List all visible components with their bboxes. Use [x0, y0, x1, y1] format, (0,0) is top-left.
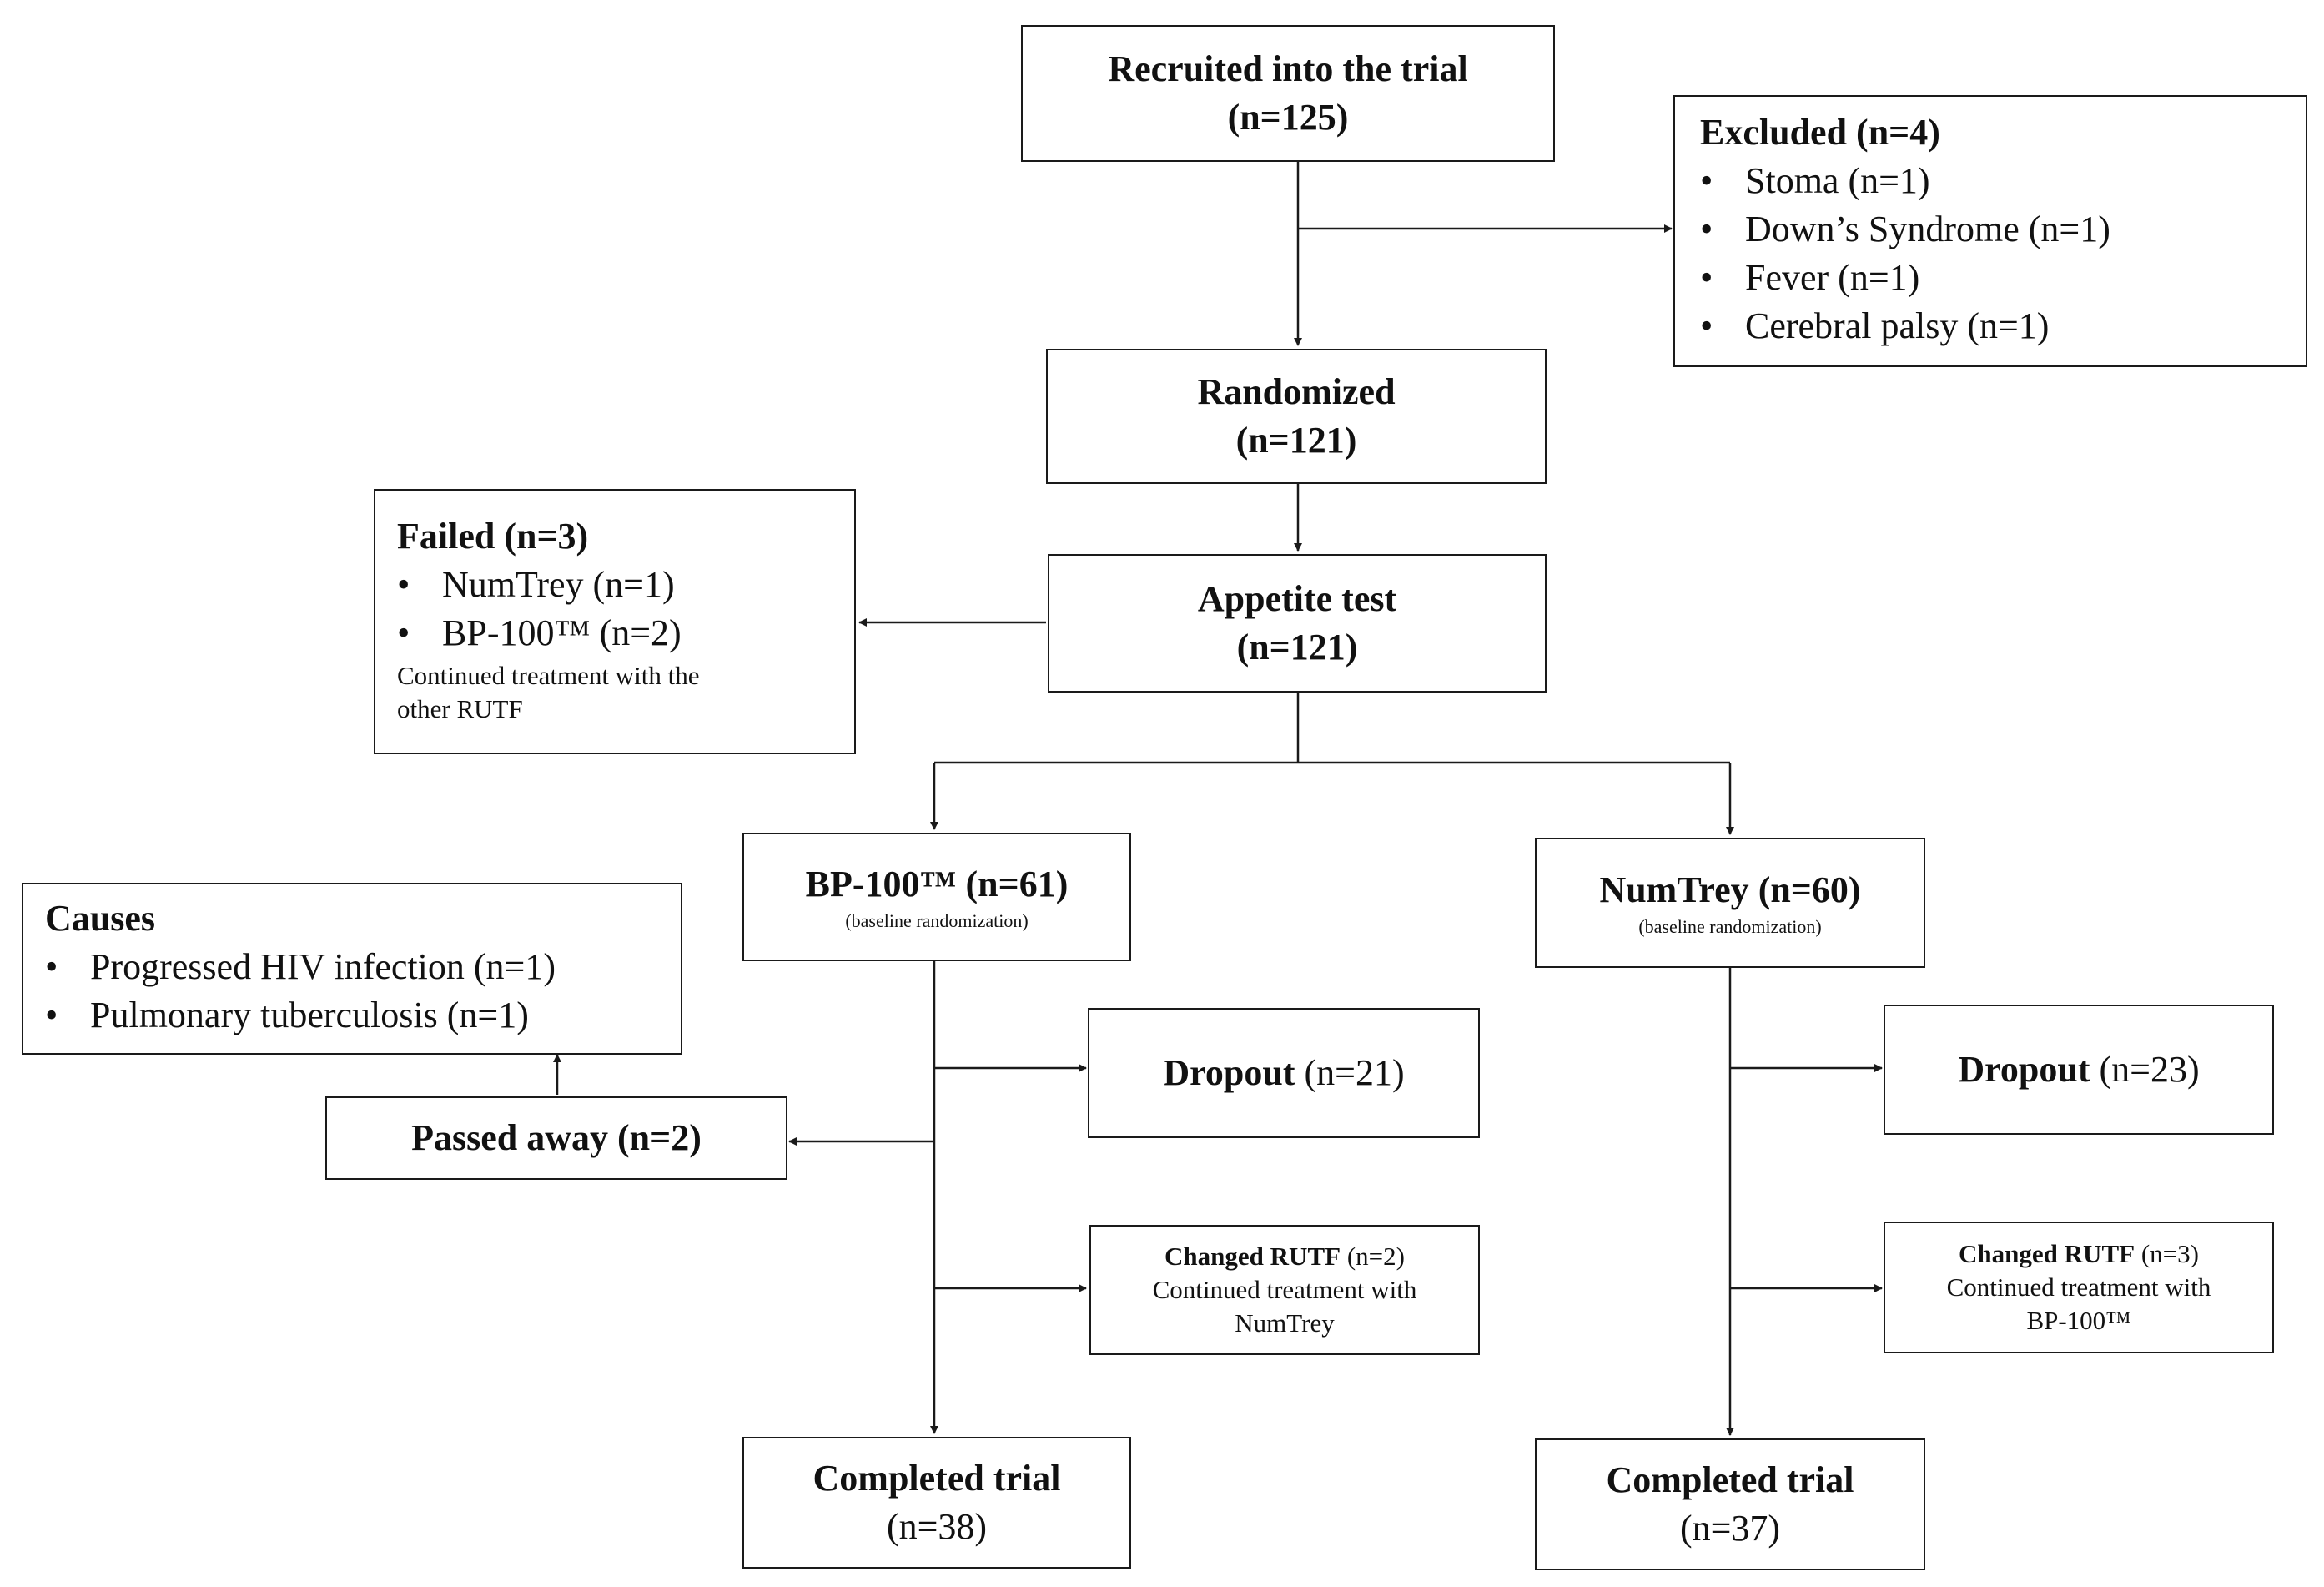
failed-note-line1: Continued treatment with the	[397, 661, 700, 690]
excluded-item: •Cerebral palsy (n=1)	[1700, 302, 2306, 350]
excluded-item-label: Stoma (n=1)	[1745, 160, 1930, 201]
completed-bp-title: Completed trial	[812, 1458, 1061, 1499]
completed-bp-count: (n=38)	[886, 1506, 988, 1547]
changed-rutf-bp-box: Changed RUTF (n=2) Continued treatment w…	[1089, 1225, 1480, 1355]
recruited-box: Recruited into the trial (n=125)	[1021, 25, 1555, 162]
dropout-nt-box: Dropout (n=23)	[1884, 1005, 2274, 1135]
passed-away-heading: Passed away (n=2)	[411, 1114, 702, 1162]
causes-item: •Progressed HIV infection (n=1)	[45, 943, 681, 991]
recruited-count: (n=125)	[1227, 97, 1349, 138]
dropout-nt-title: Dropout	[1958, 1049, 2090, 1090]
causes-title: Causes	[45, 898, 156, 939]
randomized-count: (n=121)	[1235, 420, 1357, 461]
changed-nt-line3: BP-100™	[2026, 1306, 2131, 1335]
failed-item: •NumTrey (n=1)	[397, 561, 854, 609]
bp100-title: BP-100™	[805, 864, 957, 904]
completed-bp-box: Completed trial (n=38)	[742, 1437, 1131, 1569]
excluded-title: Excluded	[1700, 112, 1848, 153]
changed-rutf-nt-box: Changed RUTF (n=3) Continued treatment w…	[1884, 1222, 2274, 1353]
excluded-count: (n=4)	[1856, 112, 1940, 153]
bp100-heading: BP-100™ (n=61)	[806, 860, 1069, 909]
dropout-nt-count: (n=23)	[2099, 1049, 2200, 1090]
randomized-title: Randomized	[1197, 371, 1396, 412]
dropout-bp-title: Dropout	[1163, 1052, 1295, 1093]
changed-bp-line3: NumTrey	[1235, 1308, 1335, 1338]
excluded-item: •Fever (n=1)	[1700, 254, 2306, 302]
excluded-item: •Down’s Syndrome (n=1)	[1700, 205, 2306, 254]
causes-item: •Pulmonary tuberculosis (n=1)	[45, 991, 681, 1040]
excluded-item: •Stoma (n=1)	[1700, 157, 2306, 205]
bp100-count: (n=61)	[965, 864, 1069, 904]
numtrey-count: (n=60)	[1758, 869, 1861, 910]
failed-box: Failed (n=3) •NumTrey (n=1) •BP-100™ (n=…	[374, 489, 856, 754]
failed-note-line2: other RUTF	[397, 694, 523, 723]
failed-list: •NumTrey (n=1) •BP-100™ (n=2)	[397, 561, 854, 657]
excluded-box: Excluded (n=4) •Stoma (n=1) •Down’s Synd…	[1673, 95, 2307, 367]
excluded-item-label: Cerebral palsy (n=1)	[1745, 305, 2050, 346]
completed-nt-count: (n=37)	[1679, 1508, 1781, 1549]
causes-list: •Progressed HIV infection (n=1) •Pulmona…	[45, 943, 681, 1040]
changed-bp-title: Changed RUTF	[1165, 1242, 1341, 1271]
failed-item: •BP-100™ (n=2)	[397, 609, 854, 657]
excluded-heading: Excluded (n=4)	[1700, 108, 2306, 157]
numtrey-heading: NumTrey (n=60)	[1599, 866, 1860, 914]
numtrey-subtitle: (baseline randomization)	[1638, 916, 1822, 937]
appetite-count: (n=121)	[1236, 627, 1358, 668]
appetite-title: Appetite test	[1197, 578, 1397, 619]
failed-item-label: BP-100™ (n=2)	[442, 612, 682, 653]
dropout-bp-box: Dropout (n=21)	[1088, 1008, 1480, 1138]
changed-nt-line2: Continued treatment with	[1946, 1272, 2211, 1302]
dropout-nt-heading: Dropout (n=23)	[1958, 1045, 2199, 1094]
numtrey-title: NumTrey	[1599, 869, 1749, 910]
excluded-list: •Stoma (n=1) •Down’s Syndrome (n=1) •Fev…	[1700, 157, 2306, 350]
failed-note: Continued treatment with the other RUTF	[397, 659, 854, 726]
changed-bp-heading: Changed RUTF (n=2)	[1165, 1240, 1405, 1273]
recruited-title: Recruited into the trial	[1108, 48, 1468, 89]
completed-nt-title: Completed trial	[1606, 1459, 1854, 1500]
excluded-item-label: Down’s Syndrome (n=1)	[1745, 209, 2110, 249]
randomized-box: Randomized (n=121)	[1046, 349, 1547, 484]
numtrey-arm-box: NumTrey (n=60) (baseline randomization)	[1535, 838, 1925, 968]
passed-away-box: Passed away (n=2)	[325, 1096, 787, 1180]
changed-nt-title: Changed RUTF	[1959, 1239, 2135, 1268]
failed-heading: Failed (n=3)	[397, 512, 854, 561]
changed-nt-heading: Changed RUTF (n=3)	[1959, 1237, 2199, 1271]
changed-nt-count: (n=3)	[2140, 1239, 2199, 1268]
failed-item-label: NumTrey (n=1)	[442, 564, 675, 605]
causes-item-label: Progressed HIV infection (n=1)	[90, 946, 556, 987]
causes-item-label: Pulmonary tuberculosis (n=1)	[90, 995, 529, 1035]
changed-bp-line2: Continued treatment with	[1152, 1275, 1417, 1304]
failed-title: Failed	[397, 516, 495, 557]
completed-nt-box: Completed trial (n=37)	[1535, 1438, 1925, 1570]
bp100-subtitle: (baseline randomization)	[845, 910, 1029, 931]
dropout-bp-heading: Dropout (n=21)	[1163, 1049, 1404, 1097]
dropout-bp-count: (n=21)	[1304, 1052, 1405, 1093]
causes-box: Causes •Progressed HIV infection (n=1) •…	[22, 883, 682, 1055]
passed-away-title: Passed away	[411, 1117, 609, 1158]
bp100-arm-box: BP-100™ (n=61) (baseline randomization)	[742, 833, 1131, 961]
changed-bp-count: (n=2)	[1346, 1242, 1405, 1271]
excluded-item-label: Fever (n=1)	[1745, 257, 1920, 298]
appetite-test-box: Appetite test (n=121)	[1048, 554, 1547, 693]
passed-away-count: (n=2)	[617, 1117, 702, 1158]
failed-count: (n=3)	[504, 516, 589, 557]
